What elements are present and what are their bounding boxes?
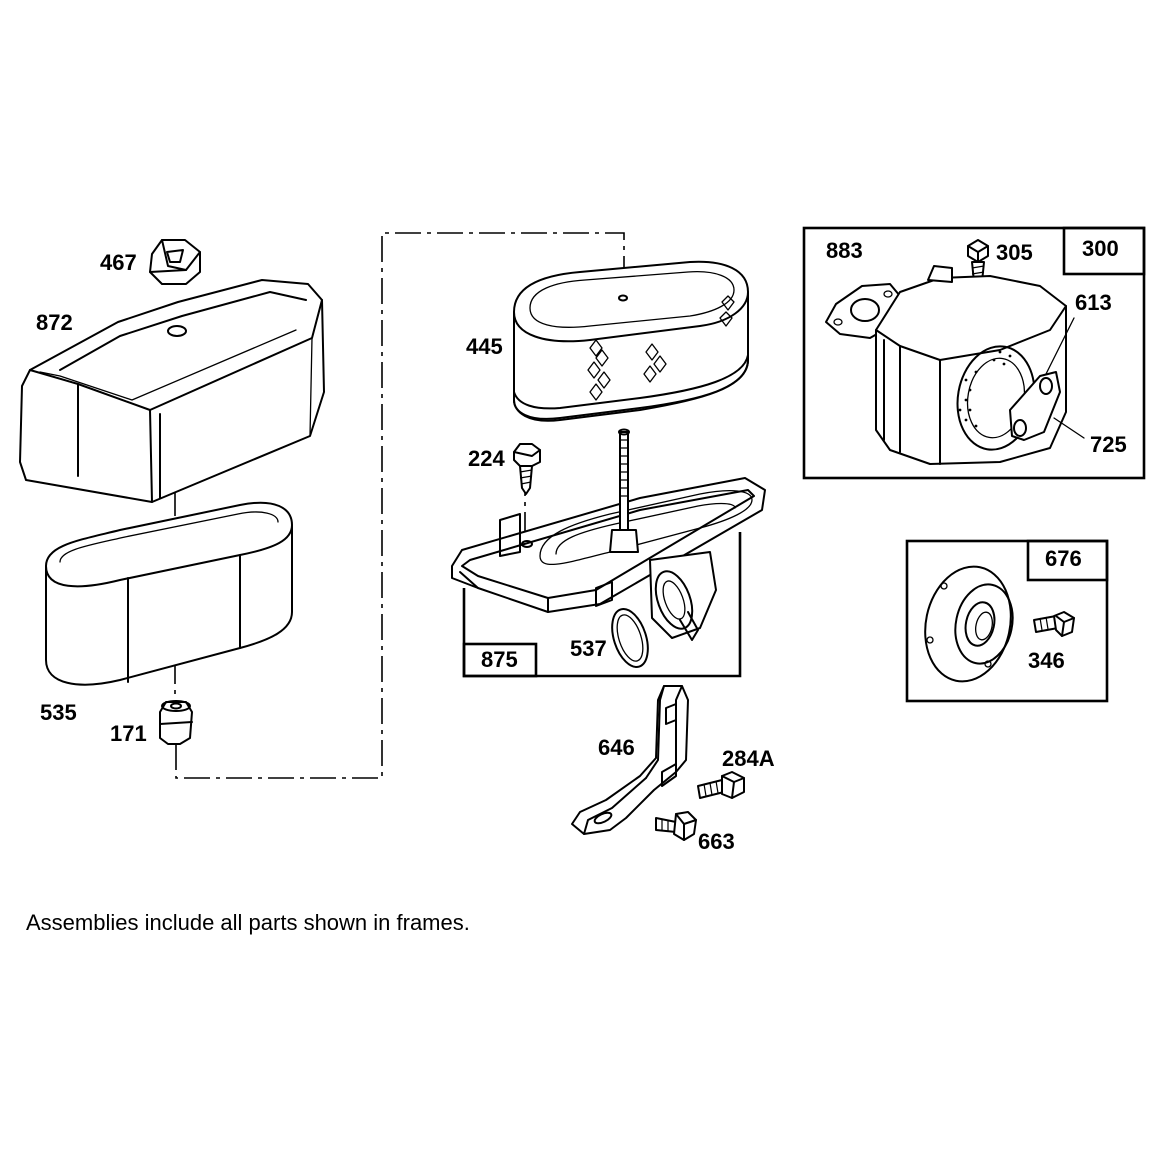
assembly-connector-line	[175, 232, 625, 779]
label-305: 305	[996, 240, 1033, 265]
label-346: 346	[1028, 648, 1065, 673]
part-872-cover-drawing	[19, 279, 325, 503]
part-676-plate-drawing	[924, 565, 1075, 683]
part-284A-screw-drawing	[697, 771, 745, 799]
label-284A: 284A	[722, 746, 775, 771]
part-171-grommet-drawing	[159, 700, 193, 745]
assemblies-note: Assemblies include all parts shown in fr…	[26, 910, 470, 935]
label-646: 646	[598, 735, 635, 760]
label-875: 875	[481, 647, 518, 672]
assembly-300-frame	[802, 226, 1146, 480]
label-467: 467	[100, 250, 137, 275]
assembly-875-frame	[462, 532, 742, 678]
part-875-base-drawing	[451, 428, 766, 641]
label-535: 535	[40, 700, 77, 725]
label-725: 725	[1090, 432, 1127, 457]
part-224-screw-drawing	[513, 443, 541, 495]
label-883: 883	[826, 238, 863, 263]
label-300: 300	[1082, 236, 1119, 261]
part-467-knob-drawing	[149, 239, 201, 285]
part-300-muffler-drawing	[825, 239, 1085, 465]
label-676: 676	[1045, 546, 1082, 571]
label-224: 224	[468, 446, 505, 471]
label-537: 537	[570, 636, 607, 661]
part-537-oring-drawing	[611, 608, 649, 668]
label-171: 171	[110, 721, 147, 746]
part-445-filter-drawing	[513, 260, 749, 422]
part-646-bracket-drawing	[571, 685, 689, 835]
label-445: 445	[466, 334, 503, 359]
label-663: 663	[698, 829, 735, 854]
part-535-prefilter-drawing	[45, 501, 293, 686]
label-872: 872	[36, 310, 73, 335]
assembly-676-frame	[905, 539, 1109, 703]
part-663-screw-drawing	[655, 811, 697, 841]
label-613: 613	[1075, 290, 1112, 315]
